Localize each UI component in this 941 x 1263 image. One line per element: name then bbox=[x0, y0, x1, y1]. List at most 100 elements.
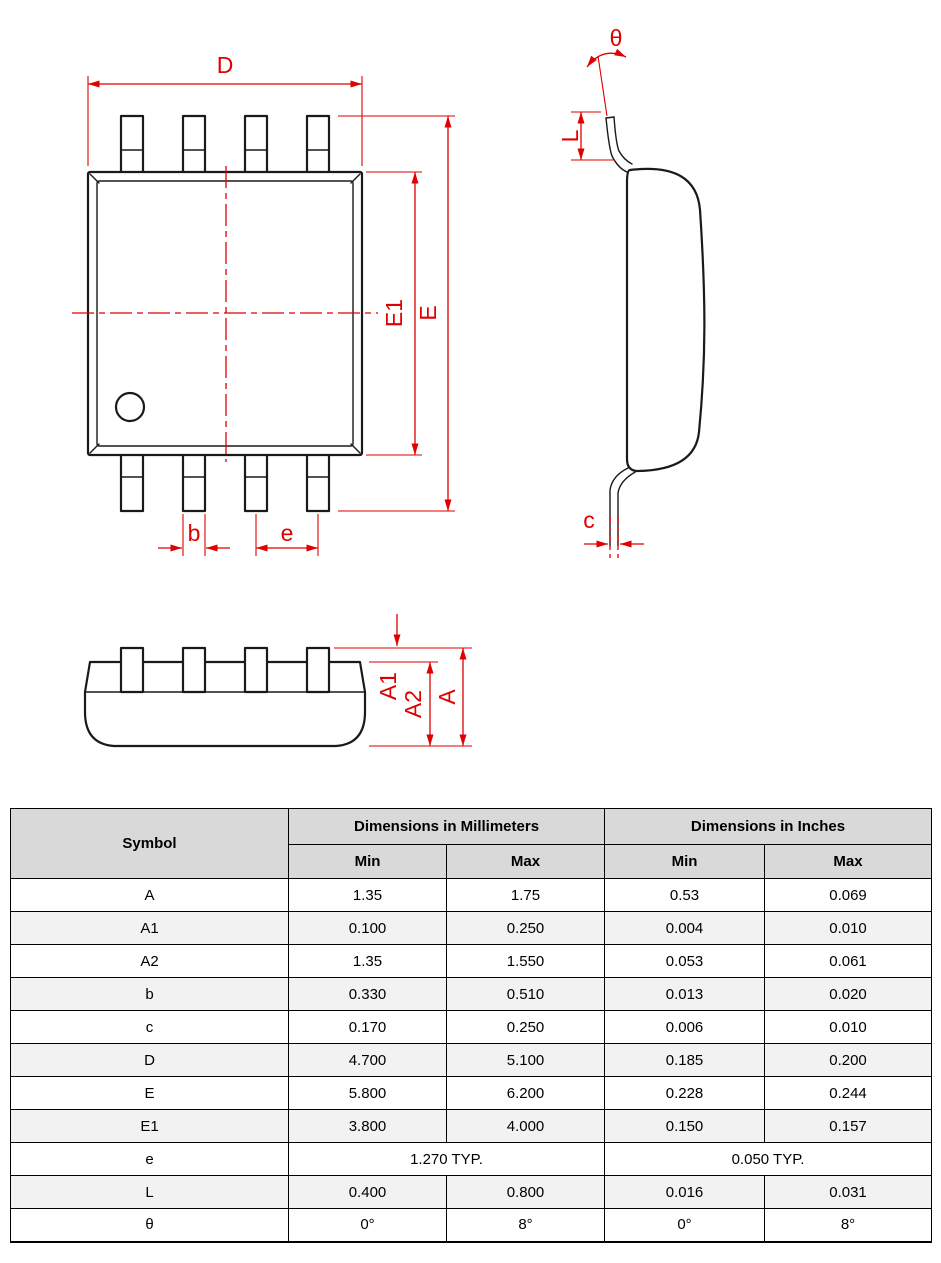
cell-typ-in: 0.050 TYP. bbox=[604, 1142, 933, 1176]
dim-label-D: D bbox=[217, 52, 234, 78]
cell: 8° bbox=[764, 1208, 933, 1242]
front-pins bbox=[119, 646, 331, 694]
pin bbox=[119, 646, 145, 694]
cell: 0° bbox=[288, 1208, 447, 1242]
dim-label-e: e bbox=[281, 520, 294, 546]
cell: 1.35 bbox=[288, 878, 447, 912]
table-row: e 1.270 TYP. 0.050 TYP. bbox=[10, 1142, 933, 1176]
cell: 0.010 bbox=[764, 911, 933, 945]
cell: 5.800 bbox=[288, 1076, 447, 1110]
dim-label-theta: θ bbox=[610, 25, 623, 51]
cell: 0.170 bbox=[288, 1010, 447, 1044]
cell: 0.053 bbox=[604, 944, 766, 978]
pin bbox=[243, 646, 269, 694]
header-mm-max: Max bbox=[445, 844, 606, 879]
table-row: c 0.170 0.250 0.006 0.010 bbox=[10, 1010, 933, 1044]
pin bbox=[243, 452, 269, 513]
cell: 0.004 bbox=[604, 911, 766, 945]
header-in-group: Dimensions in Inches bbox=[604, 808, 933, 845]
cell: 0.330 bbox=[288, 977, 447, 1011]
dimensions-table-container: Symbol Dimensions in Millimeters Dimensi… bbox=[10, 808, 933, 1243]
pin bbox=[181, 114, 207, 175]
cell-symbol: A2 bbox=[10, 944, 289, 978]
cell: 1.550 bbox=[445, 944, 606, 978]
header-in-min: Min bbox=[604, 844, 766, 879]
cell: 0.013 bbox=[604, 977, 766, 1011]
cell: 0.53 bbox=[604, 878, 766, 912]
table-row: L 0.400 0.800 0.016 0.031 bbox=[10, 1175, 933, 1209]
cell-typ-mm: 1.270 TYP. bbox=[287, 1142, 606, 1176]
dimensions-table: Symbol Dimensions in Millimeters Dimensi… bbox=[10, 808, 933, 1243]
header-in-max: Max bbox=[764, 844, 933, 879]
top-lead bbox=[605, 116, 633, 173]
pin bbox=[305, 452, 331, 513]
cell: 0.244 bbox=[764, 1076, 933, 1110]
cell: 0.150 bbox=[604, 1109, 766, 1143]
cell: 0.400 bbox=[288, 1175, 447, 1209]
pin bbox=[181, 452, 207, 513]
cell-symbol: E bbox=[10, 1076, 289, 1110]
cell: 0.016 bbox=[604, 1175, 766, 1209]
cell: 0.010 bbox=[764, 1010, 933, 1044]
table-row: b 0.330 0.510 0.013 0.020 bbox=[10, 977, 933, 1011]
dim-label-E: E bbox=[415, 305, 441, 320]
cell: 1.35 bbox=[288, 944, 447, 978]
side-view: θ L c bbox=[557, 25, 706, 558]
dim-label-A: A bbox=[434, 689, 460, 705]
cell: 4.000 bbox=[445, 1109, 606, 1143]
front-view: A1 A2 A bbox=[83, 614, 472, 748]
cell-symbol: c bbox=[10, 1010, 289, 1044]
dim-label-L: L bbox=[557, 129, 583, 142]
cell: 0° bbox=[604, 1208, 766, 1242]
cell-symbol: L bbox=[10, 1175, 289, 1209]
cell: 6.200 bbox=[445, 1076, 606, 1110]
cell: 0.200 bbox=[764, 1043, 933, 1077]
package-body-side bbox=[625, 167, 706, 473]
cell: 0.069 bbox=[764, 878, 933, 912]
cell: 0.157 bbox=[764, 1109, 933, 1143]
cell: 1.75 bbox=[445, 878, 606, 912]
table-row: E 5.800 6.200 0.228 0.244 bbox=[10, 1076, 933, 1110]
pin bbox=[119, 114, 145, 175]
cell: 0.061 bbox=[764, 944, 933, 978]
cell-symbol: E1 bbox=[10, 1109, 289, 1143]
header-mm-min: Min bbox=[288, 844, 447, 879]
header-mm-group: Dimensions in Millimeters bbox=[287, 808, 606, 845]
cell: 4.700 bbox=[288, 1043, 447, 1077]
dim-label-A2: A2 bbox=[400, 690, 426, 718]
table-row: A1 0.100 0.250 0.004 0.010 bbox=[10, 911, 933, 945]
pin bbox=[305, 114, 331, 175]
cell: 0.250 bbox=[445, 911, 606, 945]
bottom-pins bbox=[119, 452, 331, 513]
cell-symbol: b bbox=[10, 977, 289, 1011]
pin bbox=[243, 114, 269, 175]
package-drawing: D E1 E b e bbox=[72, 25, 706, 748]
cell-symbol: A1 bbox=[10, 911, 289, 945]
package-body-front bbox=[83, 660, 367, 748]
bottom-lead bbox=[609, 467, 638, 547]
cell: 0.100 bbox=[288, 911, 447, 945]
cell-symbol: θ bbox=[10, 1208, 289, 1242]
cell: 8° bbox=[445, 1208, 606, 1242]
pin bbox=[181, 646, 207, 694]
cell-symbol: A bbox=[10, 878, 289, 912]
cell: 0.250 bbox=[445, 1010, 606, 1044]
table-row: E1 3.800 4.000 0.150 0.157 bbox=[10, 1109, 933, 1143]
pin1-indicator bbox=[114, 391, 146, 423]
cell-symbol: D bbox=[10, 1043, 289, 1077]
cell: 0.006 bbox=[604, 1010, 766, 1044]
table-row: A2 1.35 1.550 0.053 0.061 bbox=[10, 944, 933, 978]
dim-label-c: c bbox=[583, 507, 595, 533]
cell: 5.100 bbox=[445, 1043, 606, 1077]
top-pins bbox=[119, 114, 331, 175]
cell: 0.020 bbox=[764, 977, 933, 1011]
dim-label-A1: A1 bbox=[375, 672, 401, 700]
cell: 0.228 bbox=[604, 1076, 766, 1110]
table-row: D 4.700 5.100 0.185 0.200 bbox=[10, 1043, 933, 1077]
cell: 0.800 bbox=[445, 1175, 606, 1209]
pin bbox=[119, 452, 145, 513]
dim-label-E1: E1 bbox=[381, 299, 407, 327]
cell: 0.185 bbox=[604, 1043, 766, 1077]
pin bbox=[305, 646, 331, 694]
